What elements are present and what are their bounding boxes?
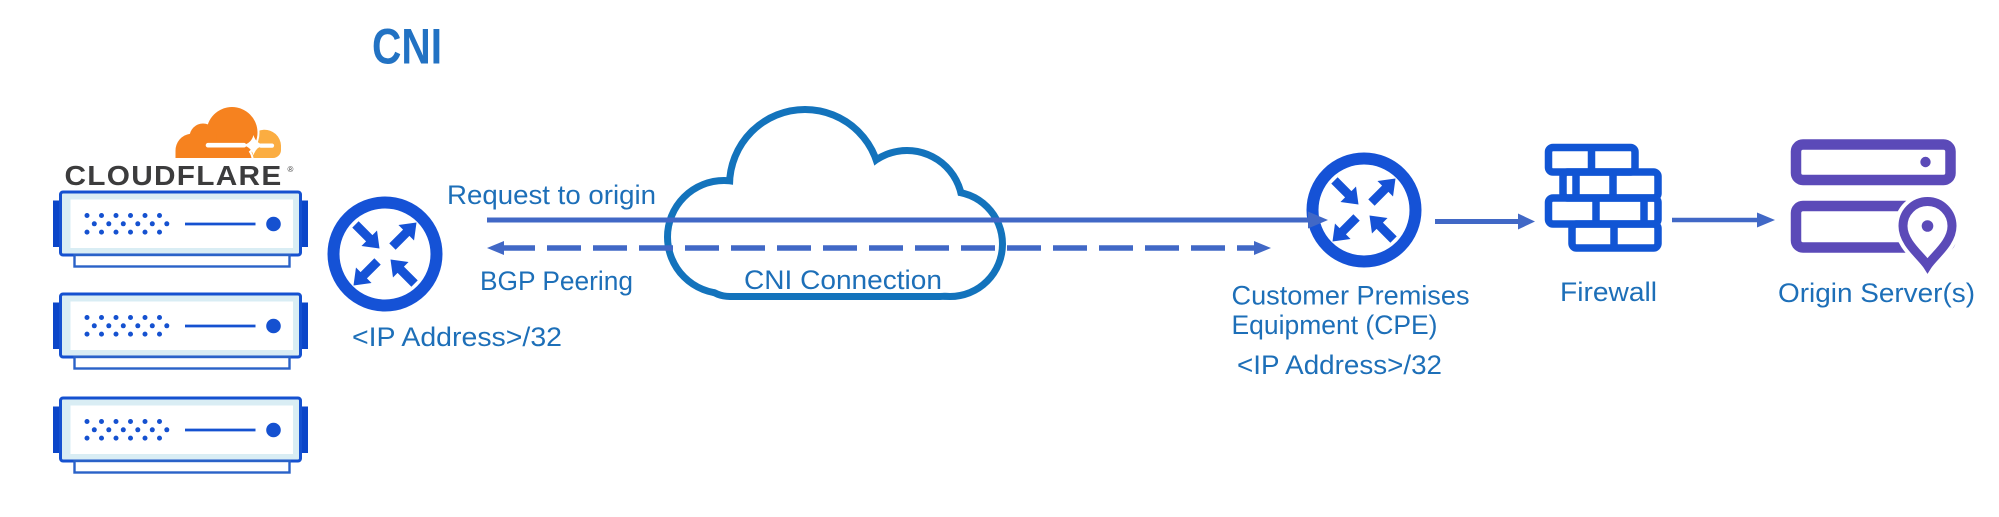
- svg-text:CNI Connection: CNI Connection: [744, 265, 942, 295]
- svg-text:®: ®: [288, 165, 294, 174]
- svg-text:<IP Address>/32: <IP Address>/32: [352, 322, 562, 352]
- svg-text:CLOUDFLARE: CLOUDFLARE: [65, 160, 283, 191]
- svg-text:Firewall: Firewall: [1560, 277, 1657, 307]
- svg-text:Customer Premises: Customer Premises: [1232, 281, 1470, 311]
- svg-text:BGP Peering: BGP Peering: [480, 266, 633, 296]
- svg-text:CNI: CNI: [372, 19, 442, 75]
- svg-text:Origin Server(s): Origin Server(s): [1778, 278, 1975, 308]
- svg-text:<IP Address>/32: <IP Address>/32: [1237, 350, 1442, 380]
- svg-text:Request to origin: Request to origin: [447, 180, 656, 210]
- svg-text:Equipment (CPE): Equipment (CPE): [1232, 310, 1438, 340]
